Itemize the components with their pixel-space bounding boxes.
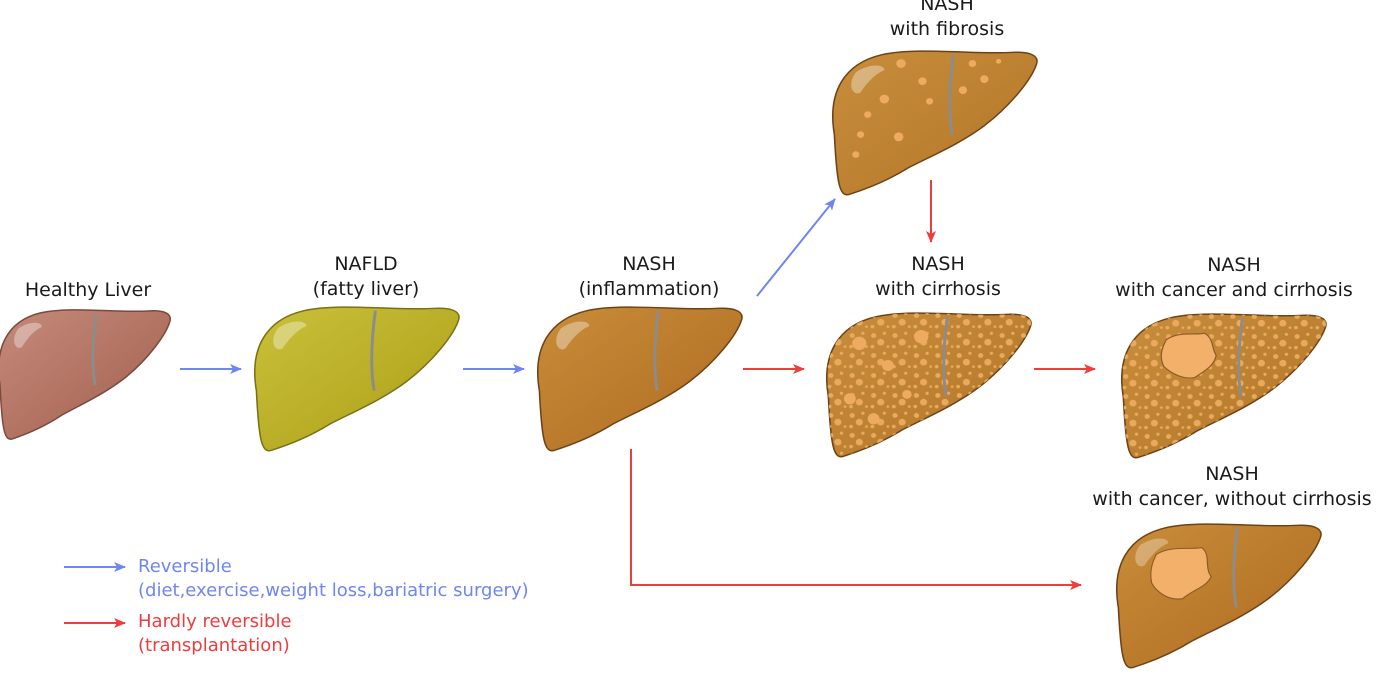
label-fibrosis-subtitle: with fibrosis	[889, 18, 1005, 40]
label-healthy-title: Healthy Liver	[24, 279, 152, 301]
legend-reversible-detail: (diet,exercise,weight loss,bariatric sur…	[138, 580, 529, 601]
label-cancer-no-cirrhosis-title: NASH	[1205, 463, 1259, 485]
label-nafld-title: NAFLD	[334, 253, 398, 275]
label-nash-subtitle: (inflammation)	[578, 278, 720, 300]
label-cancer-no-cirrhosis-subtitle: with cancer, without cirrhosis	[1092, 488, 1372, 510]
label-cirrhosis: NASH with cirrhosis	[875, 252, 1001, 302]
liver-cancer-cirrhosis	[1121, 313, 1327, 459]
legend-reversible: Reversible (diet,exercise,weight loss,ba…	[138, 555, 529, 603]
label-cancer-no-cirrhosis: NASH with cancer, without cirrhosis	[1092, 462, 1371, 512]
legend-hardly: Hardly reversible (transplantation)	[138, 610, 292, 658]
arrow-nash-to-fibrosis	[756, 198, 836, 297]
label-cirrhosis-subtitle: with cirrhosis	[875, 278, 1001, 300]
label-nash-title: NASH	[622, 253, 676, 275]
label-cancer-cirrhosis-title: NASH	[1207, 254, 1261, 276]
label-nash: NASH (inflammation)	[579, 252, 720, 302]
label-nafld: NAFLD (fatty liver)	[313, 252, 420, 302]
arrow-nash-to-cancer-no-cirrhosis	[630, 449, 1082, 590]
legend-hardly-label: Hardly reversible	[138, 611, 292, 632]
label-cirrhosis-title: NASH	[911, 253, 965, 275]
label-healthy: Healthy Liver	[25, 278, 151, 303]
liver-healthy	[0, 309, 171, 440]
label-nafld-subtitle: (fatty liver)	[312, 278, 420, 300]
label-fibrosis: NASH with fibrosis	[890, 0, 1004, 42]
label-cancer-cirrhosis: NASH with cancer and cirrhosis	[1115, 253, 1353, 303]
legend-reversible-label: Reversible	[138, 556, 232, 577]
liver-fibrosis	[832, 50, 1038, 196]
liver-cirrhosis	[826, 312, 1032, 458]
liver-fatty	[254, 306, 460, 452]
liver-inflamed	[537, 306, 743, 452]
label-fibrosis-title: NASH	[920, 0, 974, 15]
liver-cancer-no-cirrhosis	[1116, 523, 1322, 669]
legend-hardly-detail: (transplantation)	[138, 635, 290, 656]
label-cancer-cirrhosis-subtitle: with cancer and cirrhosis	[1115, 279, 1353, 301]
